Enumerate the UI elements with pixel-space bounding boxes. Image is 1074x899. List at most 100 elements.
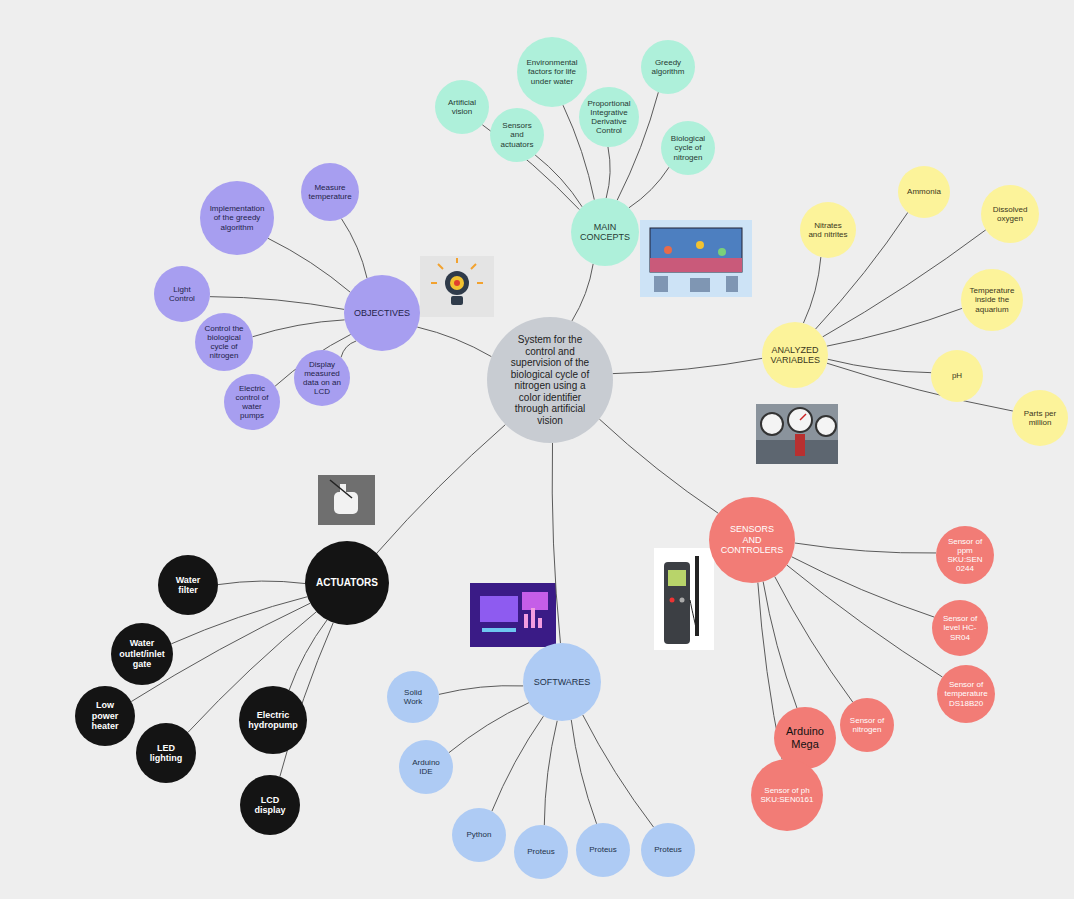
node-label: System for the control and supervision o…	[503, 334, 596, 426]
node-label: Display measured data on an LCD	[301, 360, 342, 397]
node-label: Electric hydropump	[248, 710, 298, 731]
connector-line	[377, 425, 506, 554]
branch-node: ANALYZED VARIABLES	[762, 322, 828, 388]
connector-line	[795, 543, 936, 553]
branch-node: MAIN CONCEPTS	[571, 198, 639, 266]
node-label: Arduino Mega	[782, 725, 828, 750]
leaf-node: Artificial vision	[435, 80, 489, 134]
node-label: Sensor of ph SKU:SEN0161	[760, 786, 813, 804]
connector-line	[535, 155, 582, 207]
connector-line	[253, 320, 345, 337]
node-label: Temperature inside the aquarium	[969, 286, 1015, 314]
node-label: Measure temperature	[309, 183, 352, 201]
leaf-node: Electric control of water pumps	[224, 374, 280, 430]
aquarium-illustration	[640, 220, 752, 297]
leaf-node: Sensor of ppm SKU:SEN 0244	[936, 526, 994, 584]
water-pump-photo	[318, 475, 375, 525]
leaf-node: Biological cycle of nitrogen	[661, 121, 715, 175]
leaf-node: Control the biological cycle of nitrogen	[195, 313, 253, 371]
connector-line	[268, 238, 350, 292]
leaf-node: Low power heater	[75, 686, 135, 746]
connector-line	[828, 359, 931, 372]
node-label: Implementation of the greedy algorithm	[210, 204, 265, 232]
node-label: Python	[459, 830, 499, 839]
leaf-node: Proportional Integrative Derivative Cont…	[579, 87, 639, 147]
connector-line	[599, 419, 718, 513]
central-node: System for the control and supervision o…	[487, 317, 613, 443]
leaf-node: Python	[452, 808, 506, 862]
node-label: Parts per million	[1019, 409, 1060, 427]
leaf-node: Ammonia	[898, 166, 950, 218]
connector-line	[572, 264, 593, 321]
leaf-node: Display measured data on an LCD	[294, 350, 350, 406]
leaf-node: Water filter	[158, 555, 218, 615]
connector-line	[571, 720, 596, 824]
leaf-node: Solid Work	[387, 671, 439, 723]
software-illustration	[470, 583, 556, 647]
leaf-node: Dissolved oxygen	[981, 185, 1039, 243]
node-label: Ammonia	[905, 187, 943, 196]
node-label: SENSORS AND CONTROLERS	[720, 524, 784, 555]
branch-node: SOFTWARES	[523, 643, 601, 721]
gauges-photo	[756, 404, 838, 464]
node-label: Artificial vision	[442, 98, 482, 116]
connector-line	[827, 308, 962, 346]
leaf-node: Nitrates and nitrites	[800, 202, 856, 258]
node-label: Sensor of ppm SKU:SEN 0244	[944, 537, 987, 574]
connector-line	[210, 297, 344, 310]
leaf-node: Measure temperature	[301, 163, 359, 221]
leaf-node: Environmental factors for life under wat…	[517, 37, 587, 107]
lightbulb-icon	[420, 256, 494, 317]
node-label: Proteus	[521, 847, 561, 856]
connector-line	[289, 620, 327, 690]
node-label: ANALYZED VARIABLES	[771, 345, 820, 366]
node-label: Proteus	[583, 845, 623, 854]
connector-line	[492, 716, 544, 811]
branch-node: ACTUATORS	[305, 541, 389, 625]
connector-line	[613, 358, 762, 373]
node-label: Environmental factors for life under wat…	[526, 58, 578, 86]
connector-line	[775, 577, 853, 703]
connector-line	[629, 167, 669, 208]
connector-line	[439, 686, 523, 695]
leaf-node: Proteus	[641, 823, 695, 877]
node-label: Sensor of level HC-SR04	[939, 614, 980, 642]
node-label: Nitrates and nitrites	[807, 221, 848, 239]
node-label: Greedy algorithm	[648, 58, 688, 76]
leaf-node: Implementation of the greedy algorithm	[200, 181, 274, 255]
leaf-node: LED lighting	[136, 723, 196, 783]
connector-line	[583, 715, 654, 827]
node-label: OBJECTIVES	[354, 308, 410, 318]
node-label: pH	[938, 371, 976, 380]
branch-node: SENSORS AND CONTROLERS	[709, 497, 795, 583]
connector-line	[341, 219, 367, 278]
connector-line	[552, 443, 560, 643]
branch-node: OBJECTIVES	[344, 275, 420, 351]
node-label: Light Control	[161, 285, 202, 303]
leaf-node: pH	[931, 350, 983, 402]
node-label: Dissolved oxygen	[989, 205, 1032, 223]
node-label: LCD display	[248, 795, 292, 816]
leaf-node: Parts per million	[1012, 390, 1068, 446]
connector-line	[341, 341, 356, 358]
connector-line	[827, 363, 1013, 411]
connector-line	[449, 703, 529, 753]
node-label: Low power heater	[83, 700, 127, 731]
leaf-node: Proteus	[514, 825, 568, 879]
node-label: Electric control of water pumps	[231, 384, 272, 421]
node-label: Sensor of nitrogen	[847, 716, 887, 734]
connector-line	[803, 257, 820, 323]
leaf-node: Sensor of ph SKU:SEN0161	[751, 759, 823, 831]
leaf-node: Sensors and actuators	[490, 108, 544, 162]
leaf-node: Temperature inside the aquarium	[961, 269, 1023, 331]
node-label: Water outlet/inlet gate	[119, 638, 165, 669]
node-label: MAIN CONCEPTS	[580, 222, 630, 243]
connector-line	[792, 557, 935, 617]
node-label: Solid Work	[394, 688, 432, 706]
leaf-node: Proteus	[576, 823, 630, 877]
leaf-node: Sensor of nitrogen	[840, 698, 894, 752]
node-label: ACTUATORS	[316, 577, 378, 589]
connector-line	[417, 327, 491, 357]
leaf-node: Greedy algorithm	[641, 40, 695, 94]
